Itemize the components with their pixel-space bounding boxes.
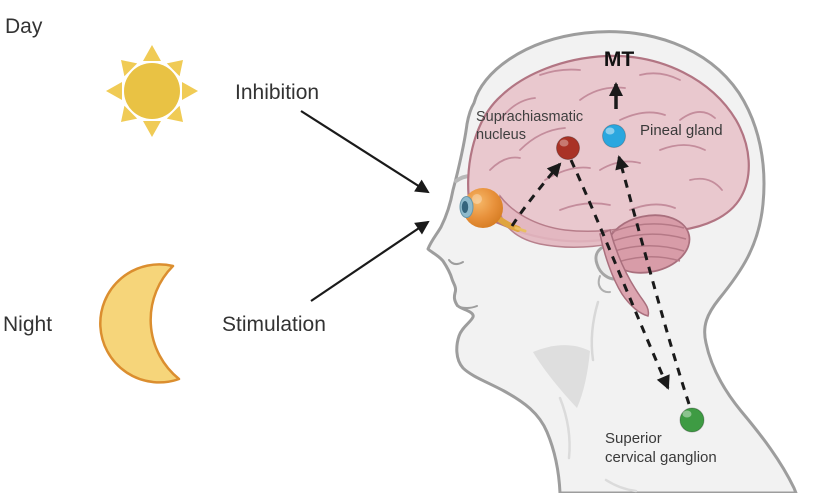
pineal-dot: [602, 124, 626, 148]
sun-disc: [124, 63, 180, 119]
nostril-line: [448, 259, 464, 266]
shoulder-crease: [604, 478, 638, 493]
stimulation-label: Stimulation: [222, 313, 326, 336]
scn-label-line1: Suprachiasmatic: [476, 109, 583, 125]
inhibition-arrow: [300, 110, 430, 194]
scg-label-line2: cervical ganglion: [605, 449, 717, 466]
neck-crease: [558, 396, 571, 460]
scg-label-line1: Superior: [605, 430, 662, 447]
scn-label-line2: nucleus: [476, 127, 526, 143]
stimulation-arrow: [310, 220, 430, 302]
sun-icon: [106, 45, 198, 137]
pineal-label: Pineal gland: [640, 122, 723, 139]
brainstem: [599, 228, 650, 317]
scn-dot: [556, 136, 580, 160]
cerebellum: [605, 214, 691, 274]
eyeball: [463, 188, 503, 228]
mouth-line: [456, 305, 478, 309]
night-label: Night: [3, 313, 52, 336]
jaw-shadow: [533, 345, 590, 408]
scg-dot: [679, 407, 705, 433]
eye-icon: [459, 188, 527, 233]
neck-crease: [590, 300, 600, 362]
optic-nerve-tip: [514, 226, 527, 233]
mt-label: MT: [604, 48, 634, 71]
cerebellum-stripes: [609, 223, 687, 263]
eye-highlight: [472, 194, 482, 204]
moon-icon: [99, 263, 181, 384]
sun-rays: [106, 45, 198, 137]
inhibition-label: Inhibition: [235, 81, 319, 104]
pathway-eye-to-scn: [510, 162, 562, 227]
pathway-scn-to-scg: [569, 159, 670, 390]
pathway-scg-to-pineal: [615, 155, 691, 405]
pupil: [461, 201, 469, 213]
day-label: Day: [5, 15, 43, 38]
